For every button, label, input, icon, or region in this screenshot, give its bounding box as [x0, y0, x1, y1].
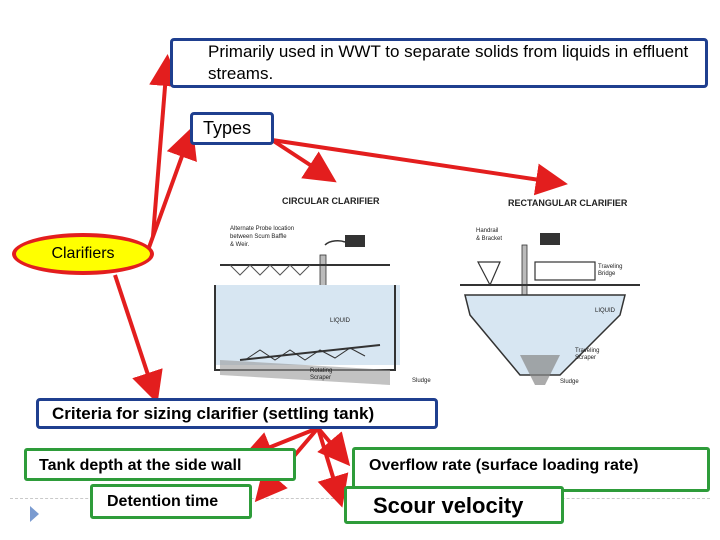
arrow-to-scour: [316, 427, 349, 508]
rectangular-clarifier-title: RECTANGULAR CLARIFIER: [508, 198, 628, 208]
arrow-to-overflow: [316, 426, 351, 467]
svg-text:Bridge: Bridge: [598, 271, 616, 277]
circular-scraper-label: Rotating: [310, 368, 332, 374]
circular-clarifier-figure: CIRCULAR CLARIFIER Alternate Probe locat…: [214, 196, 431, 385]
arrow-to-definition: [149, 54, 182, 237]
definition-box: Primarily used in WWT to separate solids…: [170, 38, 708, 88]
arrow-to-criteria: [113, 274, 163, 404]
rectangular-handrail-label: Handrail: [476, 228, 498, 234]
arrow-to-types: [145, 126, 197, 254]
svg-text:& Bracket: & Bracket: [476, 236, 502, 242]
rectangular-liquid-label: LIQUID: [595, 308, 616, 314]
detention-time-box: Detention time: [90, 484, 252, 519]
scour-velocity-box: Scour velocity: [344, 486, 564, 524]
arrow-to-circular: [270, 138, 337, 183]
svg-text:Scraper: Scraper: [575, 355, 596, 361]
overflow-rate-box: Overflow rate (surface loading rate): [352, 447, 710, 492]
slide-nav-arrow-icon[interactable]: [30, 506, 39, 522]
rectangular-bridge-label: Traveling: [598, 264, 622, 270]
rectangular-clarifier-figure: RECTANGULAR CLARIFIER Handrail & Bracket…: [460, 198, 640, 385]
circular-sludge-label: Sludge: [412, 378, 431, 384]
rectangular-scraper-label: Traveling: [575, 348, 599, 354]
tank-depth-box: Tank depth at the side wall: [24, 448, 296, 481]
criteria-box: Criteria for sizing clarifier (settling …: [36, 398, 438, 429]
circular-probe-label: Alternate Probe location: [230, 226, 294, 232]
rectangular-sludge-label: Sludge: [560, 379, 579, 385]
arrow-to-rectangular: [271, 138, 568, 196]
circular-clarifier-title: CIRCULAR CLARIFIER: [282, 196, 380, 206]
svg-text:Scraper: Scraper: [310, 375, 331, 381]
svg-text:& Weir.: & Weir.: [230, 242, 250, 248]
circular-liquid-label: LIQUID: [330, 318, 351, 324]
connector-arrows: [113, 54, 568, 508]
clarifiers-node: Clarifiers: [12, 233, 154, 275]
types-box: Types: [190, 112, 274, 145]
svg-text:between Scum Baffle: between Scum Baffle: [230, 234, 287, 240]
